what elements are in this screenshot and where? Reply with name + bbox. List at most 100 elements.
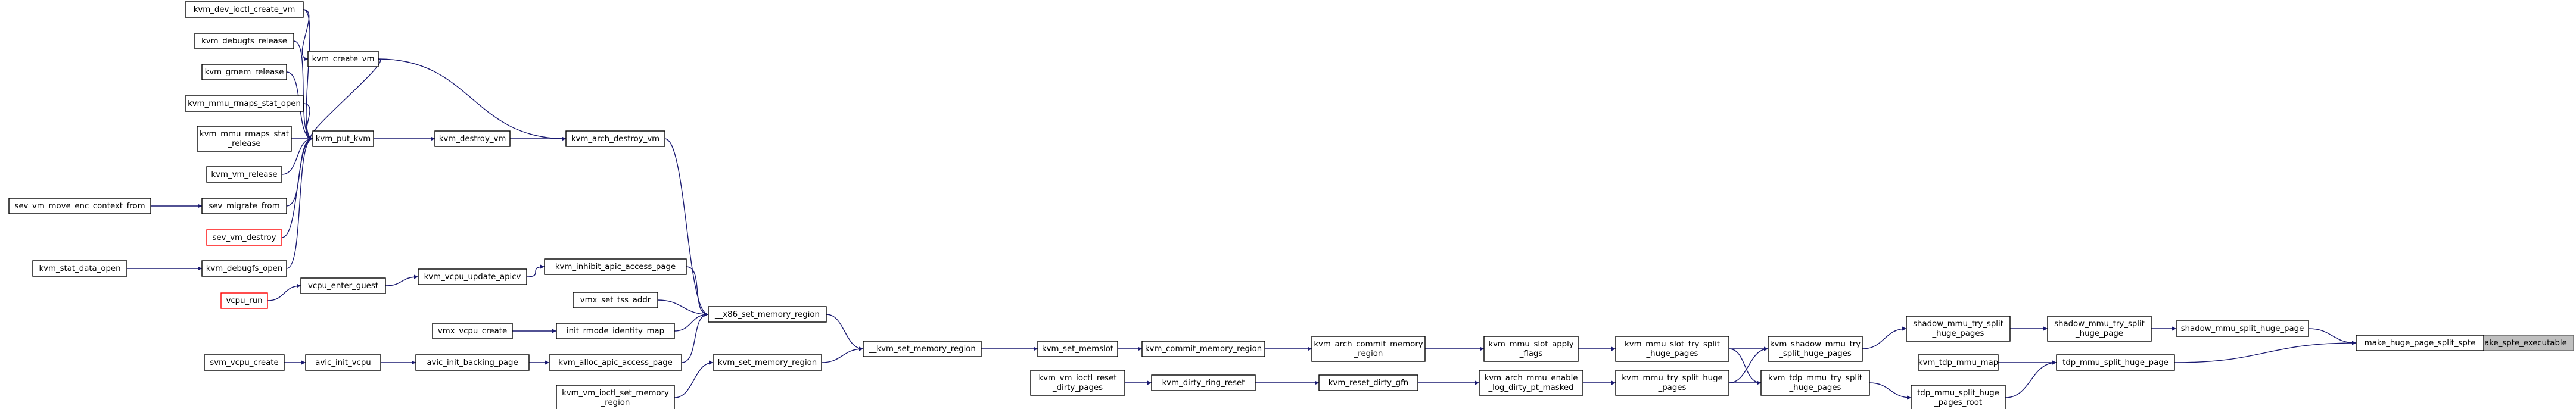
node-label: __kvm_set_memory_region: [868, 345, 976, 354]
edge-kvm-debugfs-open-to-kvm-put-kvm: [286, 136, 313, 269]
edge-kvm-vcpu-update-apicv-to-kvm-inhibit-apic-access-page: [526, 264, 545, 277]
node-kvm-commit-memory-region[interactable]: kvm_commit_memory_region: [1141, 341, 1265, 357]
node-label: _flags: [1519, 349, 1543, 358]
node-kvm-tdp-mmu-map[interactable]: kvm_tdp_mmu_map: [1918, 354, 1999, 371]
node-kvm-dev-ioctl-create-vm[interactable]: kvm_dev_ioctl_create_vm: [185, 1, 304, 18]
node-box: [201, 260, 287, 277]
node-box: [185, 95, 304, 112]
node-kvm-set-memory-region[interactable]: __kvm_set_memory_region: [863, 341, 982, 357]
node-make-huge-page-split-spte[interactable]: make_huge_page_split_spte: [2356, 335, 2484, 351]
node-label: kvm_arch_commit_memory: [1314, 340, 1423, 349]
node-avic-init-backing-page[interactable]: avic_init_backing_page: [415, 354, 530, 371]
node-kvm-debugfs-release[interactable]: kvm_debugfs_release: [194, 33, 294, 49]
node-box: [307, 51, 379, 67]
edge-kvm-set-memory-region-to-kvm-set-memory-region: [821, 346, 864, 363]
node-label: kvm_commit_memory_region: [1145, 345, 1262, 354]
node-box: [418, 268, 527, 285]
node-label: _split_huge_pages: [1778, 349, 1852, 358]
node-kvm-arch-mmu-enable-log-dirty-pt-masked[interactable]: kvm_arch_mmu_enable_log_dirty_pt_masked: [1479, 370, 1583, 396]
node-kvm-mmu-try-split-huge-pages[interactable]: kvm_mmu_try_split_huge_pages: [1615, 370, 1729, 396]
node-label: kvm_destroy_vm: [439, 135, 506, 143]
node-kvm-reset-dirty-gfn[interactable]: kvm_reset_dirty_gfn: [1318, 374, 1418, 391]
node-box: [201, 64, 287, 80]
node-label: tdp_mmu_split_huge: [1917, 389, 1999, 398]
node-x86-set-memory-region[interactable]: __x86_set_memory_region: [708, 306, 827, 323]
node-svm-vcpu-create[interactable]: svm_vcpu_create: [204, 354, 285, 371]
node-vcpu-run[interactable]: vcpu_run: [220, 292, 268, 309]
node-kvm-vcpu-update-apicv[interactable]: kvm_vcpu_update_apicv: [418, 268, 527, 285]
node-label: vmx_vcpu_create: [438, 327, 507, 336]
node-make-spte-executable[interactable]: make_spte_executable: [2469, 335, 2574, 351]
node-kvm-inhibit-apic-access-page[interactable]: kvm_inhibit_apic_access_page: [544, 258, 687, 275]
node-box: [194, 33, 294, 49]
node-box: [556, 385, 675, 409]
node-kvm-mmu-rmaps-stat-open[interactable]: kvm_mmu_rmaps_stat_open: [185, 95, 304, 112]
node-shadow-mmu-try-split-huge-pages[interactable]: shadow_mmu_try_split_huge_pages: [1906, 316, 2011, 342]
node-label: svm_vcpu_create: [210, 358, 278, 367]
node-shadow-mmu-try-split-huge-page[interactable]: shadow_mmu_try_split_huge_page: [2047, 316, 2152, 342]
edge-kvm-dev-ioctl-create-vm-to-kvm-create-vm: [301, 9, 310, 61]
node-box: [1151, 374, 1256, 391]
node-box: [197, 126, 292, 152]
node-label: kvm_debugfs_open: [206, 264, 283, 273]
node-kvm-debugfs-open[interactable]: kvm_debugfs_open: [201, 260, 287, 277]
node-kvm-shadow-mmu-try-split-huge-pages[interactable]: kvm_shadow_mmu_try_split_huge_pages: [1768, 336, 1863, 362]
node-kvm-alloc-apic-access-page[interactable]: kvm_alloc_apic_access_page: [549, 354, 682, 371]
node-box: [2356, 335, 2484, 351]
node-label: kvm_dirty_ring_reset: [1162, 379, 1245, 388]
node-sev-migrate-from[interactable]: sev_migrate_from: [201, 198, 287, 214]
node-kvm-gmem-release[interactable]: kvm_gmem_release: [201, 64, 287, 80]
node-kvm-tdp-mmu-try-split-huge-pages[interactable]: kvm_tdp_mmu_try_split_huge_pages: [1760, 370, 1870, 396]
node-label: _pages: [1658, 383, 1687, 392]
node-kvm-set-memslot[interactable]: kvm_set_memslot: [1037, 341, 1118, 357]
node-sev-vm-destroy[interactable]: sev_vm_destroy: [206, 229, 282, 246]
node-sev-vm-move-enc-context-from[interactable]: sev_vm_move_enc_context_from: [8, 198, 151, 214]
node-box: [863, 341, 982, 357]
node-kvm-dirty-ring-reset[interactable]: kvm_dirty_ring_reset: [1151, 374, 1256, 391]
node-kvm-put-kvm[interactable]: kvm_put_kvm: [312, 130, 374, 147]
node-vmx-set-tss-addr[interactable]: vmx_set_tss_addr: [573, 292, 658, 308]
edge-kvm-alloc-apic-access-page-to-x86-set-memory-region: [681, 312, 709, 363]
node-label: kvm_put_kvm: [316, 135, 371, 143]
node-box: [220, 292, 268, 309]
edge-kvm-shadow-mmu-try-split-huge-pages-to-shadow-mmu-try-split-huge-pages: [1862, 326, 1907, 349]
node-kvm-stat-data-open[interactable]: kvm_stat_data_open: [32, 260, 127, 277]
node-tdp-mmu-split-huge-pages-root[interactable]: tdp_mmu_split_huge_pages_root: [1911, 385, 2006, 409]
node-label: make_huge_page_split_spte: [2365, 339, 2476, 348]
node-kvm-vm-ioctl-reset-dirty-pages[interactable]: kvm_vm_ioctl_reset_dirty_pages: [1030, 370, 1125, 396]
node-box: [185, 1, 304, 18]
node-box: [1615, 370, 1729, 396]
edge-kvm-vm-ioctl-set-memory-region-to-kvm-set-memory-region: [674, 360, 714, 398]
node-label: sev_migrate_from: [209, 202, 279, 211]
node-label: kvm_inhibit_apic_access_page: [555, 263, 676, 271]
node-shadow-mmu-split-huge-page[interactable]: shadow_mmu_split_huge_page: [2176, 320, 2309, 337]
node-label: kvm_mmu_rmaps_stat: [200, 130, 289, 139]
node-kvm-mmu-rmaps-stat-release[interactable]: kvm_mmu_rmaps_stat_release: [197, 126, 292, 152]
node-kvm-create-vm[interactable]: kvm_create_vm: [307, 51, 379, 67]
node-kvm-arch-commit-memory-region[interactable]: kvm_arch_commit_memory_region: [1311, 336, 1426, 362]
node-tdp-mmu-split-huge-page[interactable]: tdp_mmu_split_huge_page: [2056, 354, 2175, 371]
node-avic-init-vcpu[interactable]: avic_init_vcpu: [305, 354, 381, 371]
node-box: [1479, 370, 1583, 396]
node-kvm-arch-destroy-vm[interactable]: kvm_arch_destroy_vm: [565, 130, 665, 147]
node-init-rmode-identity-map[interactable]: init_rmode_identity_map: [556, 323, 675, 339]
node-label: kvm_arch_mmu_enable: [1485, 374, 1578, 383]
node-kvm-destroy-vm[interactable]: kvm_destroy_vm: [434, 130, 511, 147]
node-kvm-set-memory-region[interactable]: kvm_set_memory_region: [713, 354, 822, 371]
node-kvm-mmu-slot-try-split-huge-pages[interactable]: kvm_mmu_slot_try_split_huge_pages: [1615, 336, 1729, 362]
node-vcpu-enter-guest[interactable]: vcpu_enter_guest: [300, 277, 386, 294]
node-box: [1760, 370, 1870, 396]
edge-kvm-dev-ioctl-create-vm-to-kvm-put-kvm: [303, 9, 313, 141]
node-kvm-mmu-slot-apply-flags[interactable]: kvm_mmu_slot_apply_flags: [1483, 336, 1579, 362]
node-label: _huge_pages: [1789, 383, 1841, 392]
node-label: __x86_set_memory_region: [714, 310, 820, 319]
node-label: kvm_create_vm: [312, 55, 375, 64]
node-kvm-vm-release[interactable]: kvm_vm_release: [206, 166, 282, 183]
node-box: [549, 354, 682, 371]
node-box: [713, 354, 822, 371]
node-vmx-vcpu-create[interactable]: vmx_vcpu_create: [432, 323, 513, 339]
edge-kvm-inhibit-apic-access-page-to-x86-set-memory-region: [686, 266, 709, 317]
edge-kvm-tdp-mmu-try-split-huge-pages-to-tdp-mmu-split-huge-pages-root: [1869, 382, 1912, 400]
node-kvm-vm-ioctl-set-memory-region[interactable]: kvm_vm_ioctl_set_memory_region: [556, 385, 675, 409]
node-box: [201, 198, 287, 214]
